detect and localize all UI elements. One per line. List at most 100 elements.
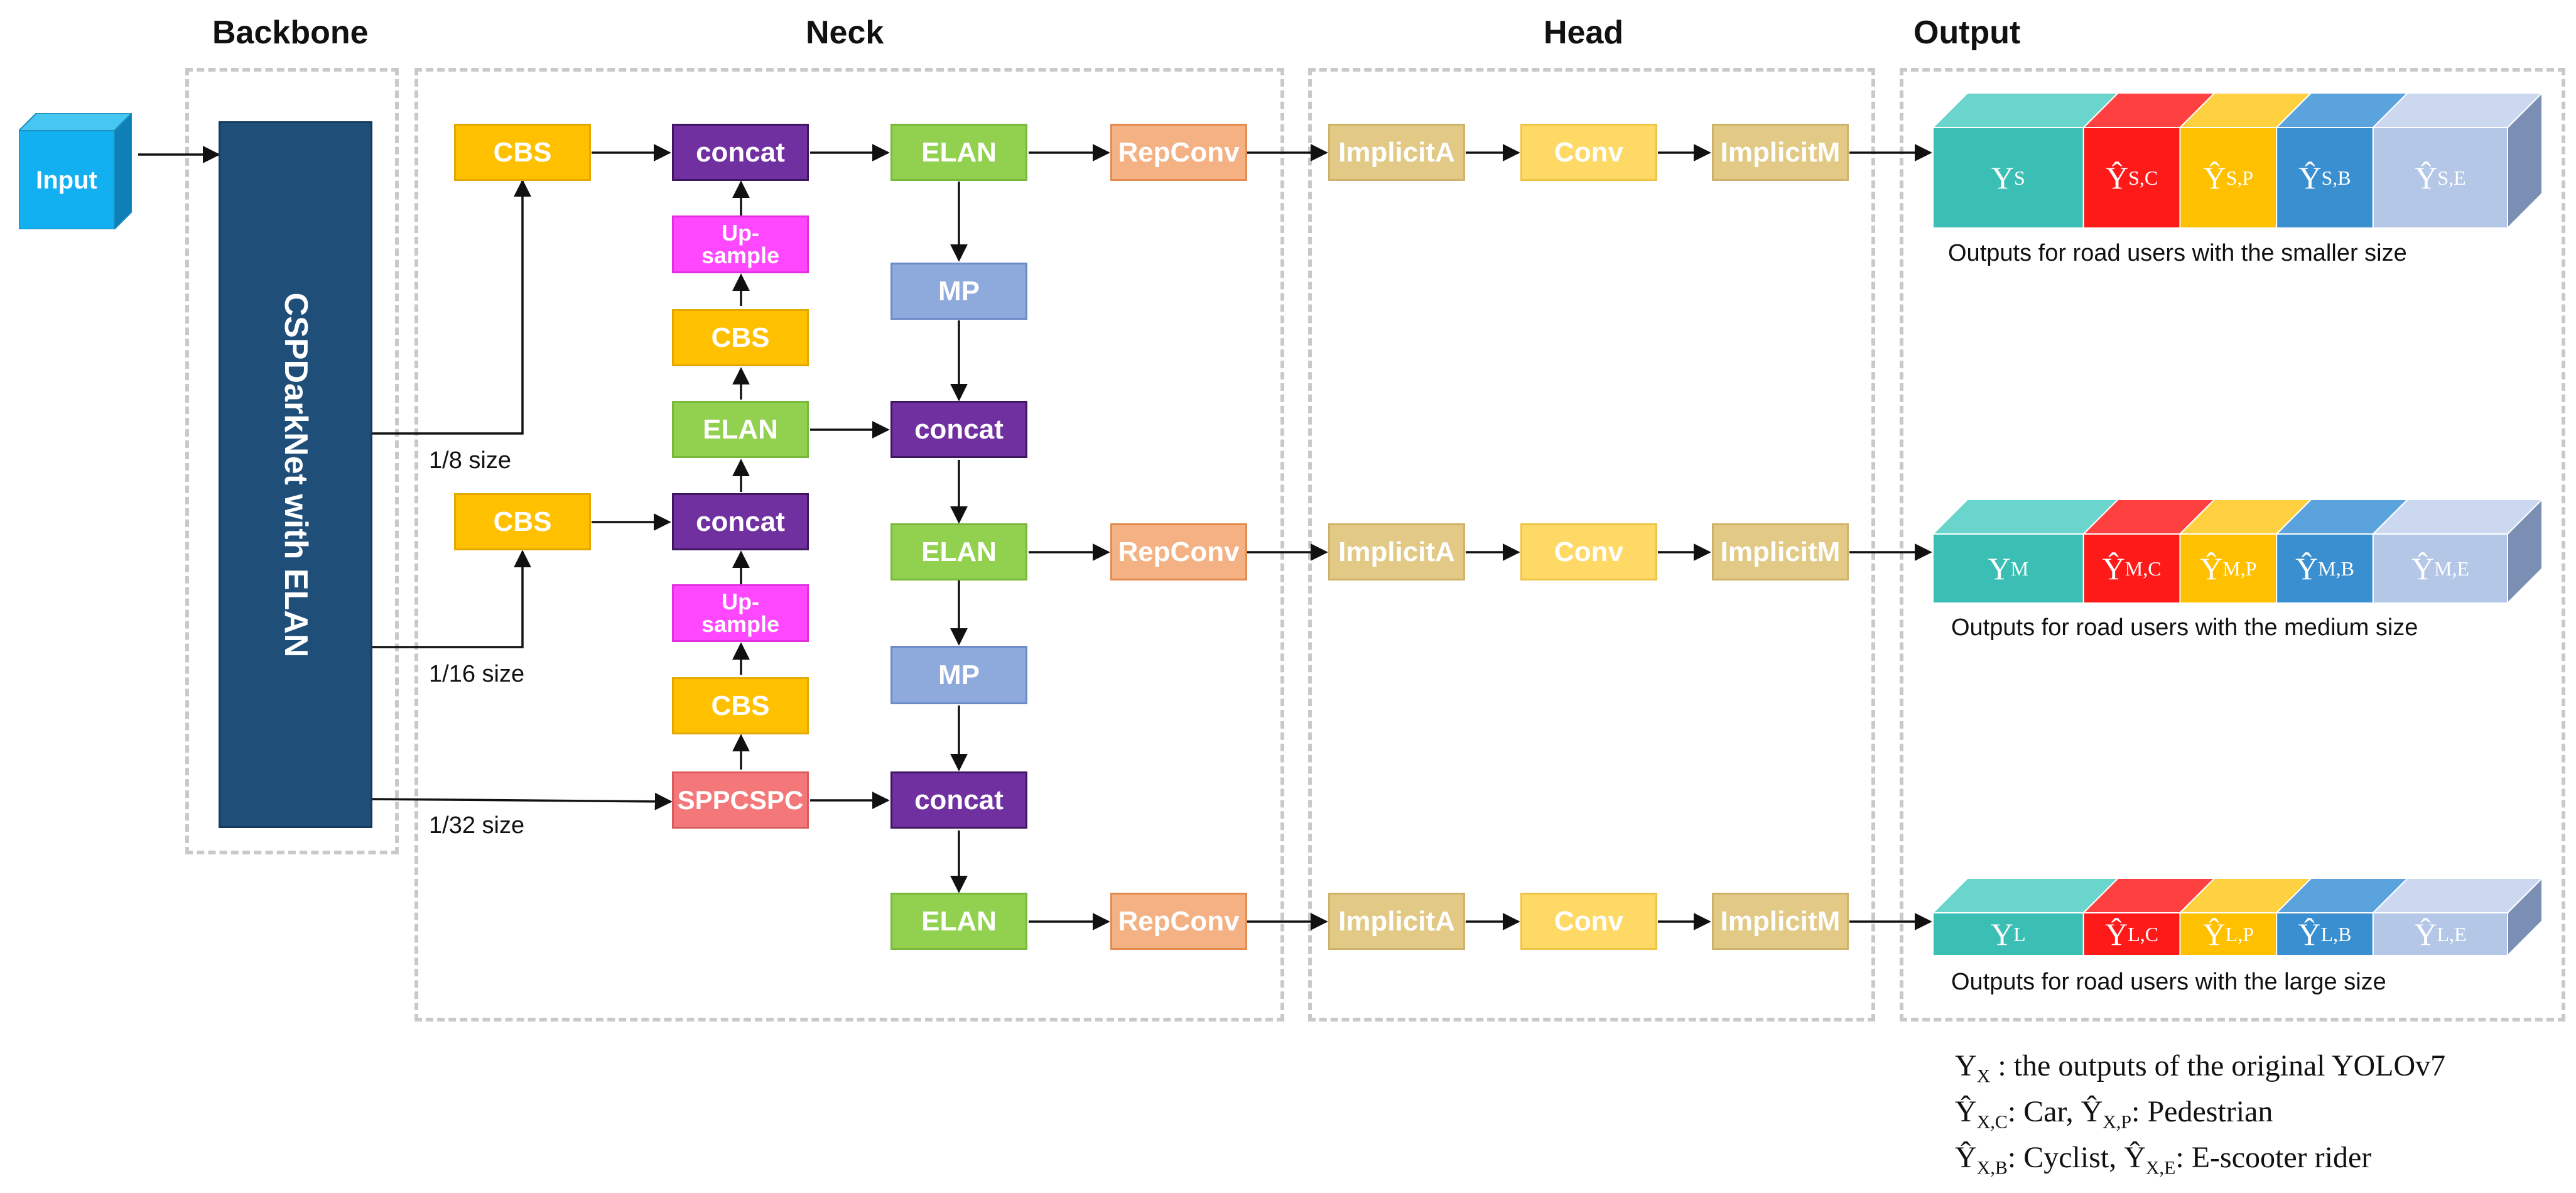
cell-subscript: M,P xyxy=(2222,557,2257,580)
implicitm-block-2: ImplicitM xyxy=(1712,523,1849,580)
cell-subscript: S xyxy=(2014,166,2025,189)
tensor-cell-front-face xyxy=(1933,912,2084,956)
conv-block-1: Conv xyxy=(1520,124,1657,181)
tensor-cell-front-face xyxy=(2372,127,2509,228)
upsample-block-2: Up-sample xyxy=(672,584,809,642)
legend-yhat: Ŷ xyxy=(2081,1095,2103,1129)
yhat-symbol: Ŷ xyxy=(2298,917,2321,952)
yhat-symbol: Ŷ xyxy=(2105,160,2129,195)
implicitm-block-1: ImplicitM xyxy=(1712,124,1849,181)
sppcspc-block: SPPCSPC xyxy=(672,771,809,829)
cell-subscript: L,P xyxy=(2225,922,2254,945)
cell-subscript: L,C xyxy=(2128,922,2159,945)
cell-subscript: S,C xyxy=(2128,166,2158,189)
cell-subscript: M,B xyxy=(2318,557,2354,580)
implicita-block-1: ImplicitA xyxy=(1328,124,1465,181)
legend: YX : the outputs of the original YOLOv7 … xyxy=(1955,1044,2445,1182)
cell-subscript: S,B xyxy=(2321,166,2351,189)
elan-block-2: ELAN xyxy=(890,523,1027,580)
concat-block-mid: concat xyxy=(890,401,1027,458)
legend-car-text: : Car, xyxy=(2007,1095,2081,1129)
upsample-block-1: Up-sample xyxy=(672,215,809,273)
output-caption-large: Outputs for road users with the large si… xyxy=(1951,969,2386,995)
yhat-symbol: Ŷ xyxy=(2414,917,2437,952)
yhat-symbol: Ŷ xyxy=(2411,551,2434,586)
conv-block-3: Conv xyxy=(1520,893,1657,950)
tensor-cell-front-face xyxy=(2179,127,2278,228)
output-title: Output xyxy=(1913,14,2021,51)
yhat-symbol: Ŷ xyxy=(2200,551,2223,586)
tensor-cell-front-face xyxy=(2179,533,2278,603)
yhat-symbol: Ŷ xyxy=(2105,917,2128,952)
output-tensor-shape xyxy=(1933,93,2542,228)
legend-y-symbol: Y xyxy=(1955,1049,1977,1082)
tensor-cell-front-face xyxy=(2082,127,2181,228)
legend-line-3: ŶX,B: Cyclist, ŶX,E: E-scooter rider xyxy=(1955,1136,2445,1182)
output-tensor-shape xyxy=(1933,499,2542,603)
legend-cyclist-text: : Cyclist, xyxy=(2007,1141,2124,1175)
backbone-block: CSPDarkNet with ELAN xyxy=(219,121,372,828)
legend-sub-xb: X,B xyxy=(1976,1157,2008,1179)
backbone-label: CSPDarkNet with ELAN xyxy=(277,292,314,657)
input-cube: Input xyxy=(19,113,132,229)
mp-block-2: MP xyxy=(890,646,1027,704)
yhat-symbol: Ŷ xyxy=(2202,917,2226,952)
elan-block-mid-left: ELAN xyxy=(672,401,809,458)
output-frame xyxy=(1900,68,2565,1021)
repconv-block-2: RepConv xyxy=(1110,523,1247,580)
tensor-side-face xyxy=(2507,499,2542,603)
backbone-title: Backbone xyxy=(212,14,369,51)
output-caption-medium: Outputs for road users with the medium s… xyxy=(1951,614,2418,641)
cell-subscript: L,E xyxy=(2437,922,2467,945)
repconv-block-3: RepConv xyxy=(1110,893,1247,950)
implicita-block-3: ImplicitA xyxy=(1328,893,1465,950)
elan-block-top: ELAN xyxy=(890,124,1027,181)
implicita-block-2: ImplicitA xyxy=(1328,523,1465,580)
concat-block-3: concat xyxy=(890,771,1027,829)
head-frame xyxy=(1308,68,1875,1021)
legend-line-2: ŶX,C: Car, ŶX,P: Pedestrian xyxy=(1955,1090,2445,1136)
mp-block-1: MP xyxy=(890,263,1027,320)
output-caption-small: Outputs for road users with the smaller … xyxy=(1948,240,2407,266)
tensor-cell-front-face xyxy=(1933,533,2084,603)
implicitm-block-3: ImplicitM xyxy=(1712,893,1849,950)
head-title: Head xyxy=(1544,14,1624,51)
neck-title: Neck xyxy=(806,14,884,51)
legend-sub-xc: X,C xyxy=(1976,1111,2008,1133)
cell-subscript: M xyxy=(2010,557,2029,580)
legend-y-sub: X xyxy=(1976,1065,1991,1087)
cbs-block-top-left: CBS xyxy=(454,124,591,181)
tensor-side-face xyxy=(2507,93,2542,228)
cell-subscript: M,C xyxy=(2124,557,2162,580)
tensor-cell-front-face xyxy=(2082,912,2181,956)
conv-block-2: Conv xyxy=(1520,523,1657,580)
yhat-symbol: Ŷ xyxy=(2203,160,2226,195)
cell-subscript: S,E xyxy=(2437,166,2466,189)
scale-label-1-32: 1/32 size xyxy=(429,812,525,839)
y-symbol: Y xyxy=(1991,917,2014,952)
concat-block-1: concat xyxy=(672,124,809,181)
tensor-cell-front-face xyxy=(2372,912,2509,956)
legend-yhat: Ŷ xyxy=(1955,1095,1977,1129)
output-tensor-shape xyxy=(1933,878,2542,956)
legend-pedestrian-text: : Pedestrian xyxy=(2131,1095,2273,1129)
scale-label-1-8: 1/8 size xyxy=(429,447,511,474)
scale-label-1-16: 1/16 size xyxy=(429,661,525,687)
legend-line-1: YX : the outputs of the original YOLOv7 xyxy=(1955,1044,2445,1090)
cbs-block-2: CBS xyxy=(672,309,809,366)
